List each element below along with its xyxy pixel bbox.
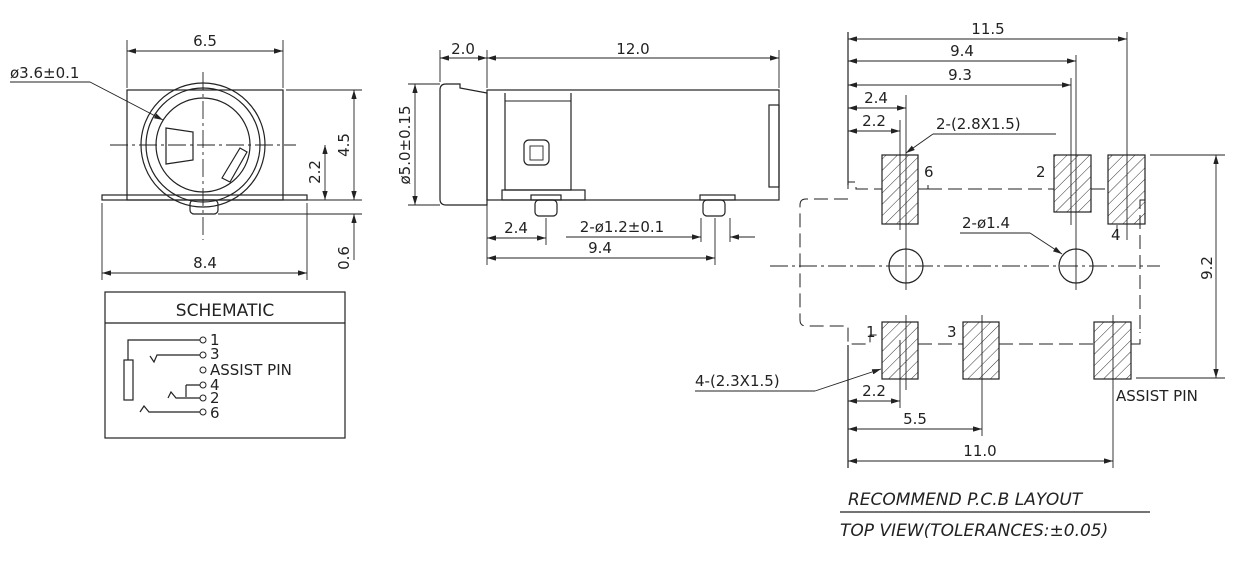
schematic-pin-3: 3 — [210, 345, 220, 363]
pin-label-6: 6 — [924, 163, 934, 181]
schematic-pin-6: 6 — [210, 404, 220, 422]
pad-3 — [962, 321, 1000, 380]
pin-label-1: 1 — [866, 323, 876, 341]
dim-9-2: 9.2 — [1198, 256, 1216, 280]
dim-standoff: 0.6 — [335, 246, 353, 270]
schematic-pin-4: 4 — [210, 376, 220, 394]
dim-width-bottom: 8.4 — [193, 254, 217, 272]
dim-9-4: 9.4 — [950, 42, 974, 60]
pin-label-4: 4 — [1111, 226, 1121, 244]
assist-pin-label: ASSIST PIN — [1116, 387, 1198, 405]
dim-2-4: 2.4 — [864, 89, 888, 107]
pad-large-spec: 2-(2.8X1.5) — [936, 115, 1021, 133]
pin-spec-label: 2-ø1.2±0.1 — [580, 218, 664, 236]
dim-pin-offset: 2.4 — [504, 219, 528, 237]
hole-spec: 2-ø1.4 — [962, 214, 1010, 232]
dim-height: 4.5 — [335, 133, 353, 157]
pin-label-3: 3 — [947, 323, 957, 341]
dim-9-3: 9.3 — [948, 66, 972, 84]
pad-4 — [1107, 154, 1146, 225]
dim-diameter: ø5.0±0.15 — [396, 106, 414, 185]
dim-11-5: 11.5 — [971, 20, 1004, 38]
schematic-title: SCHEMATIC — [176, 301, 274, 321]
pad-assist — [1093, 321, 1132, 380]
pad-2 — [1053, 154, 1092, 213]
dim-pin-spacing: 9.4 — [588, 239, 612, 257]
schematic-pin-1: 1 — [210, 331, 220, 349]
schematic: SCHEMATIC 1 3 ASSIST PIN 4 2 6 — [104, 291, 346, 439]
dim-cap-length: 2.0 — [451, 40, 475, 58]
schematic-pin-assist: ASSIST PIN — [210, 361, 292, 379]
dim-5-5: 5.5 — [903, 410, 927, 428]
pad-6 — [881, 154, 919, 225]
caption-top-view: TOP VIEW(TOLERANCES:±0.05) — [840, 521, 1108, 541]
pin-label-2: 2 — [1036, 163, 1046, 181]
dim-11-0: 11.0 — [963, 442, 996, 460]
dim-2-2-bottom: 2.2 — [862, 382, 886, 400]
dim-body-length: 12.0 — [616, 40, 649, 58]
front-view: 6.5 8.4 ø3.6±0.1 4.5 2.2 0.6 — [10, 32, 362, 280]
dim-2-2-top: 2.2 — [862, 112, 886, 130]
schematic-pin-2: 2 — [210, 389, 220, 407]
pad-small-spec: 4-(2.3X1.5) — [695, 372, 780, 390]
side-view: 2.0 12.0 ø5.0±0.15 2.4 2-ø1.2±0.1 9.4 — [396, 40, 780, 265]
caption-recommend-layout: RECOMMEND P.C.B LAYOUT — [848, 490, 1084, 510]
bore-diameter-label: ø3.6±0.1 — [10, 64, 79, 82]
dim-center-height: 2.2 — [306, 160, 324, 184]
dim-width-top: 6.5 — [193, 32, 217, 50]
pcb-layout: 11.5 9.4 9.3 2.4 2.2 9.2 2.2 5.5 11.0 2-… — [695, 20, 1225, 541]
